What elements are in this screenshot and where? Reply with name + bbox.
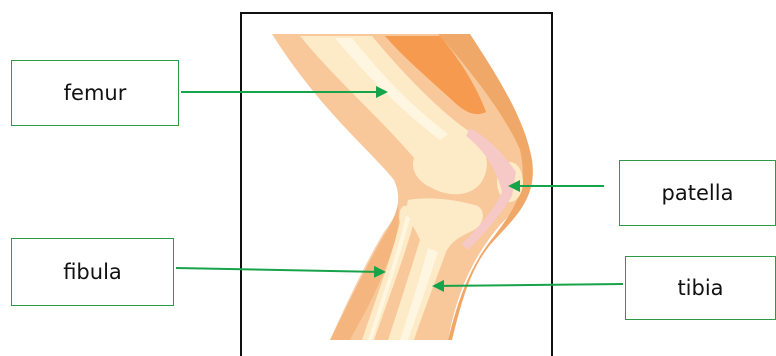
- patella-label: patella: [662, 181, 734, 205]
- tibia-label: tibia: [677, 276, 723, 300]
- knee-illustration: [272, 34, 533, 340]
- tibia-label-box: tibia: [625, 256, 776, 320]
- patella-label-box: patella: [619, 160, 776, 226]
- fibula-label-box: fibula: [11, 238, 174, 306]
- femur-label-box: femur: [11, 60, 179, 126]
- fibula-label: fibula: [63, 260, 122, 284]
- fibula-arrow: [176, 268, 384, 272]
- femur-label: femur: [64, 81, 127, 105]
